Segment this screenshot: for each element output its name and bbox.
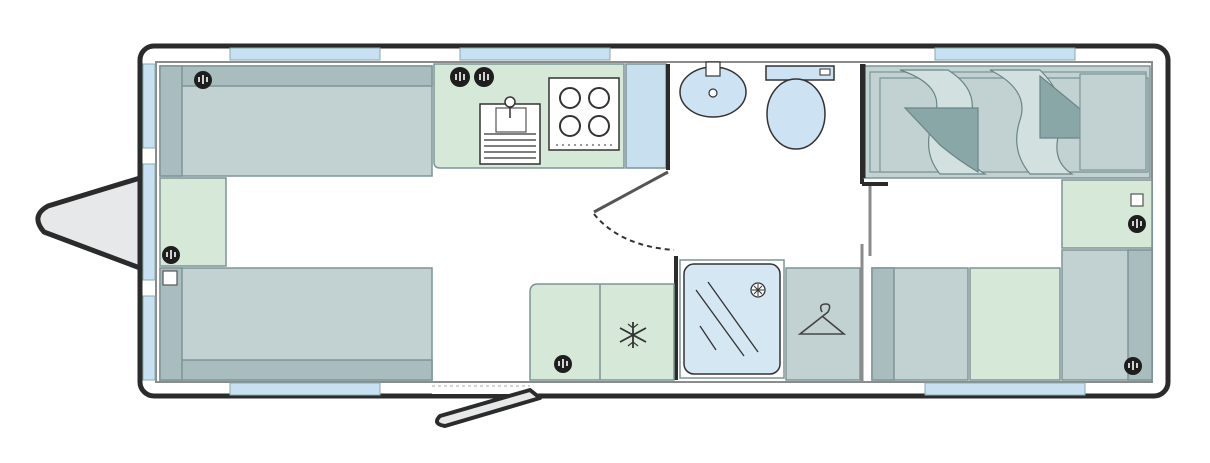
washroom-door <box>593 170 669 214</box>
toilet-icon <box>765 65 835 150</box>
socket-square-icon <box>162 270 178 286</box>
power-socket-icon <box>194 71 212 89</box>
basin-drain <box>708 88 718 98</box>
entrance-door <box>435 388 542 428</box>
basin-tap <box>705 61 721 77</box>
power-socket-icon <box>162 246 180 264</box>
power-socket-icon <box>1124 357 1142 375</box>
coat-hanger-icon <box>797 303 847 335</box>
power-socket-icon <box>1128 215 1146 233</box>
wardrobe <box>785 267 861 381</box>
tall-cupboard <box>625 63 667 169</box>
front-lounge-sofa-top <box>159 65 433 177</box>
hob <box>548 77 620 151</box>
window-front-1 <box>142 63 156 149</box>
snowflake-icon <box>619 322 647 348</box>
shower-room <box>679 259 785 379</box>
shower-head-icon <box>750 282 766 298</box>
socket-square-icon <box>1130 193 1144 207</box>
window-top-1 <box>229 47 381 61</box>
double-socket-icon <box>450 67 494 87</box>
sink <box>479 96 541 165</box>
front-lounge-sofa-bottom <box>159 267 433 381</box>
window-front-2 <box>142 163 156 281</box>
window-top-3 <box>934 47 1076 61</box>
dressing-unit <box>969 267 1061 381</box>
bedside-cabinet <box>1061 179 1153 249</box>
window-bottom-2 <box>924 382 1086 396</box>
wardrobe-rear-side <box>871 267 895 381</box>
window-front-3 <box>142 295 156 381</box>
entrance-doorway <box>432 384 532 394</box>
power-socket-icon <box>554 355 572 373</box>
kitchen-lower-unit <box>529 283 675 381</box>
tow-hitch <box>35 175 143 271</box>
window-top-2 <box>459 47 611 61</box>
window-bottom-1 <box>229 382 381 396</box>
rear-bedroom <box>863 65 1151 179</box>
